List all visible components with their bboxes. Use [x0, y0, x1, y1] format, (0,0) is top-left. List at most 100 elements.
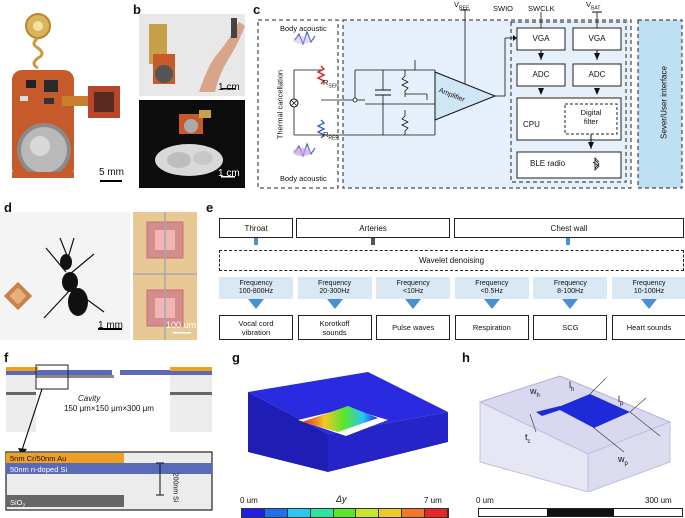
output-box: SCG — [533, 315, 608, 340]
scale-seg-3 — [614, 509, 683, 516]
frequency-text: Frequency<10Hz — [397, 280, 430, 296]
frequency-word: Frequency — [632, 280, 666, 287]
colorbar-symbol-label: Δy — [336, 494, 347, 504]
vbat-label: VBAT — [586, 0, 600, 12]
scale-bar-label-b-top: 1 cm — [218, 82, 240, 93]
panel-d-ant-photo — [0, 212, 130, 340]
layer-au-label: 5nm Cr/50nm Au — [10, 454, 67, 463]
frequency-word: Frequency — [475, 280, 509, 287]
simulation-3d-plot — [248, 372, 448, 472]
lp-sub: p — [620, 400, 624, 407]
connector-arteries — [371, 238, 375, 245]
r-sen-label: RSEN — [323, 78, 339, 90]
down-arrow-icon — [248, 299, 264, 309]
dna-icon — [293, 148, 311, 156]
output-line: SCG — [562, 323, 579, 332]
sio2-sub: 2 — [22, 503, 26, 510]
wp-text: w — [618, 454, 625, 464]
colorbar-max-label: 7 um — [424, 496, 442, 505]
ble-box — [516, 151, 622, 179]
output-line: Vocal cord — [238, 318, 274, 328]
source-chest-wall: Chest wall — [454, 218, 684, 238]
panel-b-bottom-photo — [139, 100, 245, 188]
scale-seg-1 — [479, 509, 547, 516]
frequency-range: 100-800Hz — [238, 288, 274, 295]
acoustic-wave-top — [294, 30, 316, 46]
colorbar — [241, 508, 449, 518]
scale-bar-label-a: 5 mm — [99, 167, 124, 178]
frequency-word: Frequency — [553, 280, 587, 287]
dim-wh-label: wh — [530, 386, 540, 399]
scale-bar-label-b-bottom: 1 cm — [218, 168, 240, 179]
scale-min-label-h: 0 um — [476, 496, 494, 505]
output-box: Heart sounds — [612, 315, 685, 340]
lp-text: l — [618, 394, 620, 404]
wavelet-denoising-box: Wavelet denoising — [219, 250, 684, 271]
frequency-word: Frequency — [396, 280, 430, 287]
tc-text: t — [525, 432, 528, 442]
panel-label-c: c — [253, 2, 261, 17]
frequency-box: Frequency<0.5Hz — [454, 277, 529, 299]
lh-text: l — [569, 380, 571, 390]
vga-label-2: VGA — [588, 34, 606, 43]
ble-label: BLE radio — [530, 159, 566, 168]
frequency-range: 20-300Hz — [319, 288, 350, 295]
vref-text: V — [454, 0, 460, 9]
cross-section-diagram — [5, 364, 213, 511]
body-acoustic-bottom-label: Body acoustic — [280, 174, 327, 183]
colorbar-segment — [402, 509, 426, 517]
down-arrow-icon — [641, 299, 657, 309]
scale-seg-2 — [546, 509, 615, 516]
panel-label-b: b — [133, 2, 141, 17]
layer-si-label: 50nm n-doped Si — [10, 465, 68, 474]
dim-tc-label: tc — [525, 432, 531, 445]
sio2-text: SiO — [10, 498, 23, 507]
down-arrow-icon — [562, 299, 579, 309]
panel-label-h: h — [462, 350, 470, 365]
frequency-box: Frequency<10Hz — [376, 277, 451, 299]
ant-photo — [0, 212, 130, 340]
body-acoustic-top-label: Body acoustic — [280, 24, 327, 33]
panel-label-e: e — [206, 200, 214, 215]
lh-sub: h — [571, 386, 575, 393]
r-ref-text: R — [323, 130, 329, 139]
frequency-range: <10Hz — [402, 288, 424, 295]
device-encapsulation-photo — [139, 100, 245, 188]
digital-filter-label: Digital filter — [565, 108, 617, 126]
thermal-cancellation-label: Thermal cancellation — [275, 69, 285, 140]
r-sen-sub: SEN — [328, 83, 339, 90]
source-throat: Throat — [219, 218, 293, 238]
colorbar-segment — [333, 509, 357, 517]
bluetooth-icon — [592, 157, 600, 171]
adc-box-2 — [572, 63, 622, 87]
output-line: Respiration — [472, 323, 511, 332]
structure-3d-plot — [478, 375, 672, 492]
dim-wp-label: wp — [618, 454, 628, 467]
connector-chest — [566, 238, 570, 245]
panel-label-f: f — [4, 350, 9, 365]
wh-text: w — [530, 386, 537, 396]
vbat-text: V — [586, 0, 592, 9]
panel-d-micro-photo — [133, 212, 197, 340]
resistor-sen — [316, 65, 326, 85]
digital-filter-line-1: Digital — [580, 108, 602, 117]
server-box — [637, 19, 683, 189]
swio-label: SWIO — [493, 4, 513, 13]
vref-label: VREF — [454, 0, 469, 12]
frequency-word: Frequency — [318, 280, 352, 287]
zoom-box — [35, 364, 69, 390]
colorbar-segment — [356, 509, 380, 517]
digital-filter-line-2: filter — [583, 117, 599, 126]
digital-filter-box — [564, 103, 618, 135]
tc-sub: c — [527, 438, 531, 445]
cavity-dims-label: 150 μm×150 μm×300 μm — [64, 404, 154, 413]
layer-sio2-label: SiO2 — [10, 498, 25, 510]
frequency-text: Frequency<0.5Hz — [475, 280, 508, 296]
